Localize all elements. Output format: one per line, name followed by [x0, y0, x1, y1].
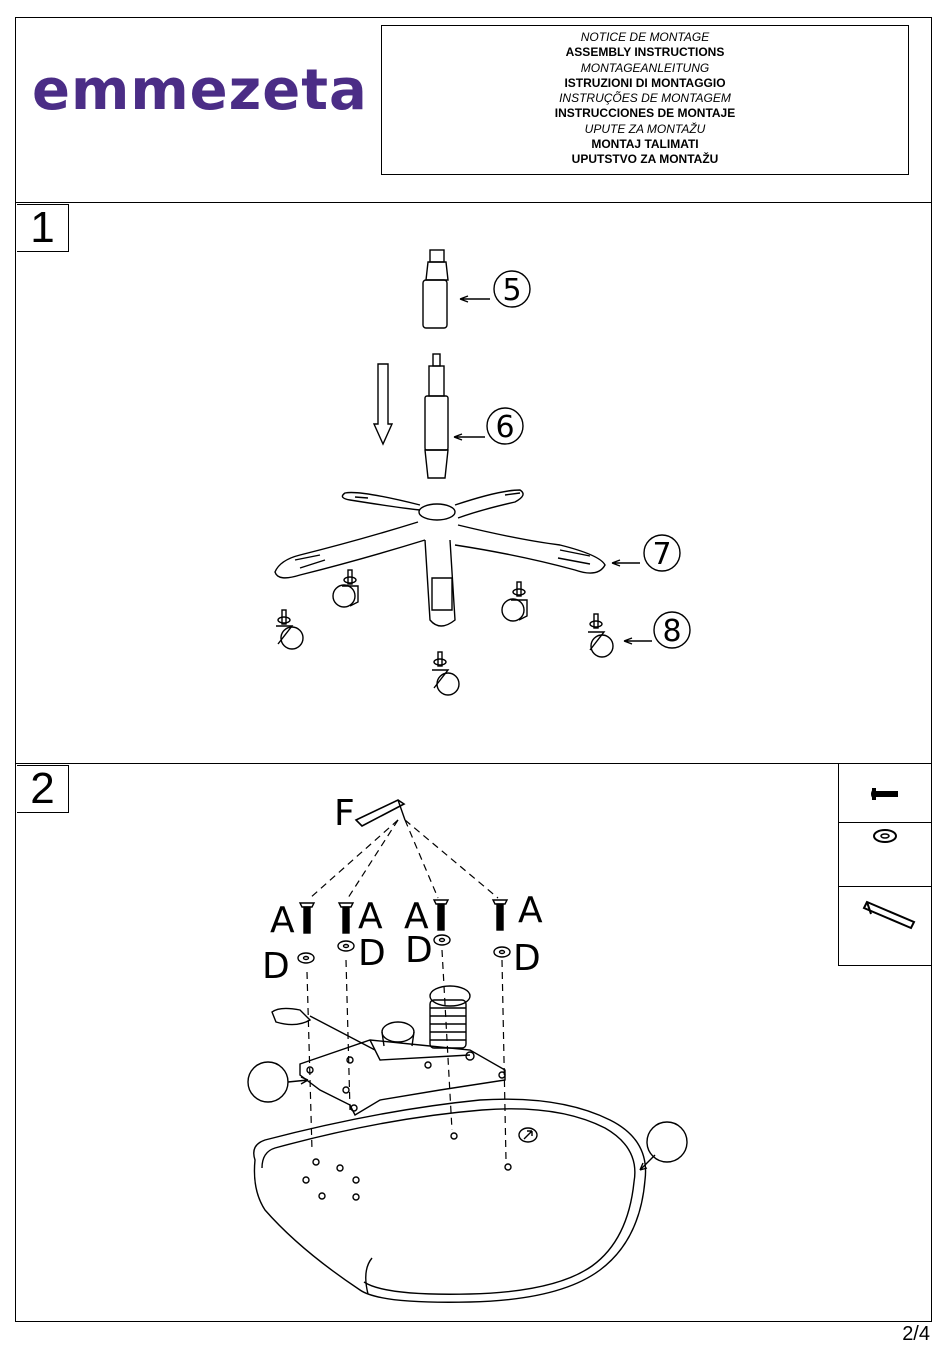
- label-d: D: [513, 938, 541, 979]
- label-d: D: [358, 933, 386, 974]
- seat-cushion: [254, 1099, 646, 1302]
- label-f: F: [334, 793, 355, 834]
- callout-circle: [647, 1122, 687, 1162]
- seat-mechanism: [272, 986, 505, 1115]
- label-d: D: [262, 946, 290, 987]
- page-number: 2/4: [902, 1323, 930, 1346]
- label-a: A: [270, 900, 295, 941]
- washers-d: [298, 935, 510, 963]
- label-d: D: [405, 930, 433, 971]
- callout-circle: [248, 1062, 288, 1102]
- label-a: A: [358, 896, 383, 937]
- label-a: A: [518, 890, 543, 931]
